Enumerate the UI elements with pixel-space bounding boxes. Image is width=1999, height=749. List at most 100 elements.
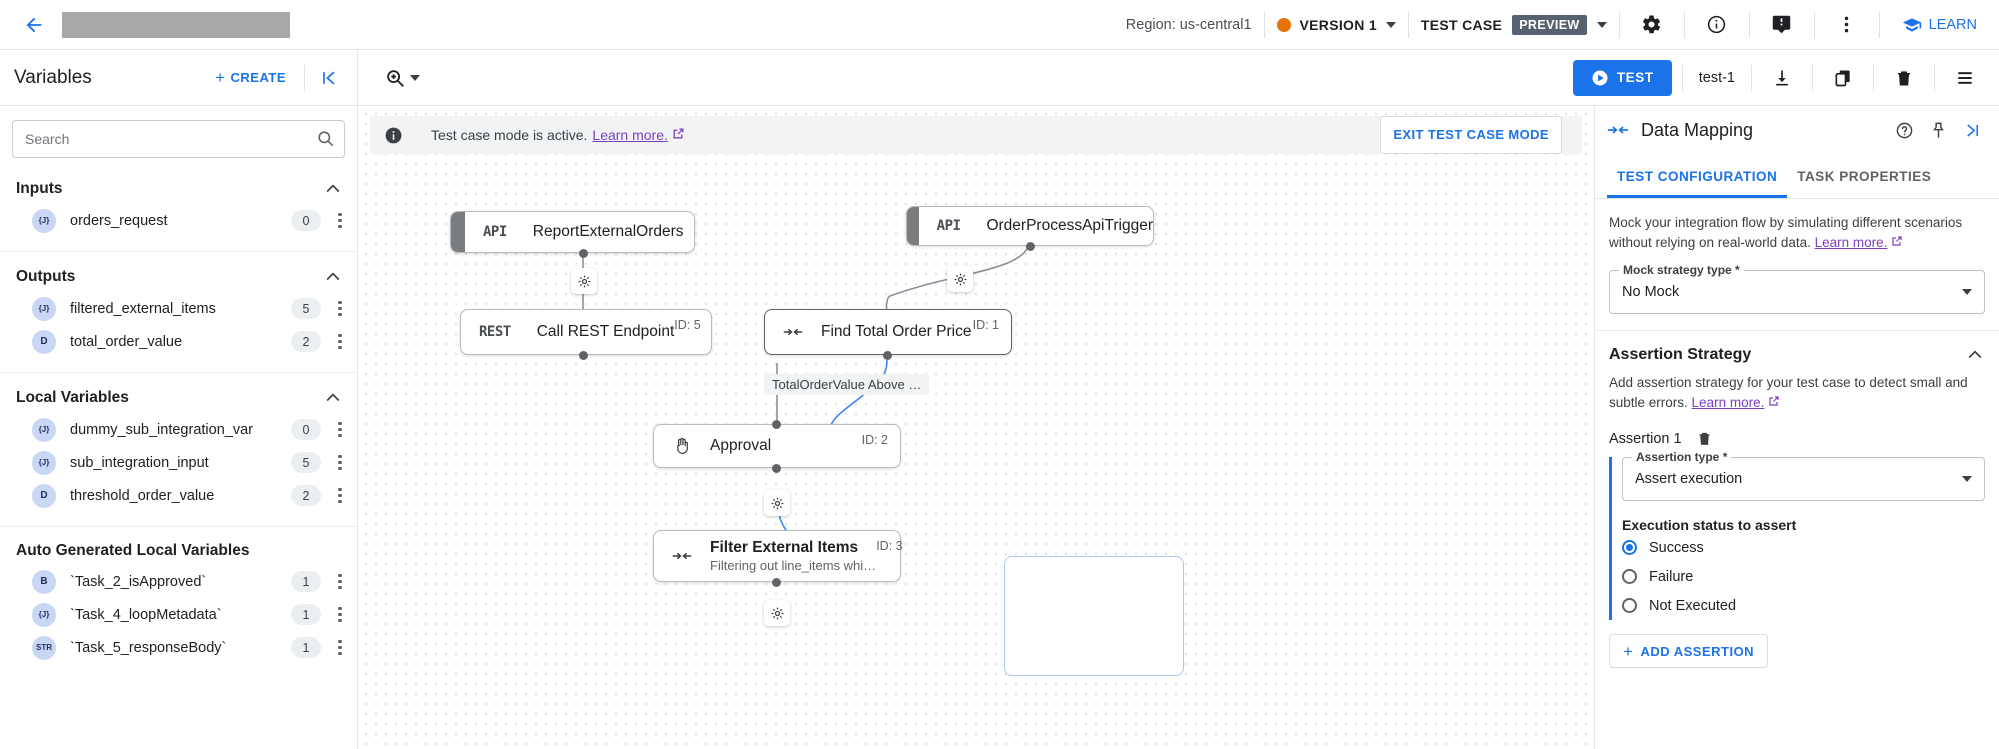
data-mapping-panel: Data Mapping TEST CONFIGURATION TASK PRO… <box>1594 106 1999 749</box>
radio-option[interactable]: Failure <box>1622 562 1985 591</box>
row-kebab-menu-icon[interactable] <box>331 300 349 317</box>
radio-button[interactable] <box>1622 540 1637 556</box>
exit-test-case-mode-button[interactable]: EXIT TEST CASE MODE <box>1380 115 1562 154</box>
pin-icon[interactable] <box>1923 115 1953 145</box>
node-output-port[interactable] <box>579 351 588 360</box>
list-view-icon[interactable] <box>1945 58 1985 98</box>
edge-settings-gear-icon[interactable] <box>571 268 597 294</box>
variable-name: `Task_4_loopMetadata` <box>70 606 222 623</box>
radio-option[interactable]: Success <box>1622 533 1985 562</box>
node-output-port[interactable] <box>1026 242 1035 251</box>
data-mapping-icon <box>672 548 692 564</box>
row-kebab-menu-icon[interactable] <box>331 212 349 229</box>
divider <box>1878 11 1880 38</box>
test-case-selector[interactable]: TEST CASE PREVIEW <box>1421 14 1607 35</box>
section-header[interactable]: Auto Generated Local Variables <box>0 537 357 565</box>
back-arrow-icon[interactable] <box>12 3 56 47</box>
gear-icon[interactable] <box>1632 5 1672 45</box>
edge-settings-gear-icon[interactable] <box>764 600 790 626</box>
chevron-up-icon[interactable] <box>1965 345 1985 365</box>
node-order-process-api-trigger[interactable]: API OrderProcessApiTrigger <box>906 206 1154 246</box>
assertion-section-header[interactable]: Assertion Strategy <box>1609 345 1985 365</box>
section-header[interactable]: Local Variables <box>0 383 357 413</box>
chevron-up-icon[interactable] <box>323 179 343 199</box>
chevron-up-icon[interactable] <box>323 267 343 287</box>
help-icon[interactable] <box>1889 115 1919 145</box>
radio-label: Success <box>1649 539 1704 556</box>
radio-option[interactable]: Not Executed <box>1622 591 1985 620</box>
run-test-button[interactable]: TEST <box>1572 59 1672 96</box>
assertion-type-select[interactable]: Assertion type * Assert execution <box>1622 450 1985 502</box>
zoom-control[interactable] <box>384 67 420 89</box>
variables-sidebar: Inputs{J}orders_request0Outputs{J}filter… <box>0 106 358 749</box>
edge-settings-gear-icon[interactable] <box>764 490 790 516</box>
row-kebab-menu-icon[interactable] <box>331 421 349 438</box>
mock-strategy-type-select[interactable]: Mock strategy type * No Mock <box>1609 263 1985 315</box>
create-variable-button[interactable]: + CREATE <box>207 63 294 92</box>
node-title: Call REST Endpoint <box>536 323 675 340</box>
node-title: Filter External Items <box>710 539 859 556</box>
edge-condition-label[interactable]: TotalOrderValue Above … <box>764 374 930 395</box>
radio-button[interactable] <box>1622 569 1637 585</box>
node-approval[interactable]: Approval ID: 2 <box>653 424 901 468</box>
row-kebab-menu-icon[interactable] <box>331 639 349 656</box>
node-output-port[interactable] <box>772 578 781 587</box>
add-assertion-button[interactable]: + ADD ASSERTION <box>1609 634 1769 669</box>
node-output-port[interactable] <box>883 351 892 360</box>
radio-button[interactable] <box>1622 598 1637 614</box>
node-filter-external-items[interactable]: Filter External Items Filtering out line… <box>653 530 903 582</box>
collapse-panel-icon[interactable] <box>315 64 343 92</box>
copy-icon[interactable] <box>1823 58 1863 98</box>
assertion-delete-icon[interactable] <box>1696 430 1713 447</box>
variable-row[interactable]: {J}`Task_4_loopMetadata`1 <box>0 598 357 631</box>
edge-settings-gear-icon[interactable] <box>947 266 973 292</box>
external-link-icon[interactable] <box>1768 395 1780 410</box>
external-link-icon[interactable] <box>672 127 685 143</box>
mock-learn-more-link[interactable]: Learn more. <box>1814 234 1888 250</box>
flow-canvas[interactable]: Test case mode is active. Learn more. EX… <box>358 106 1594 749</box>
kebab-menu-icon[interactable] <box>1827 5 1867 45</box>
delete-icon[interactable] <box>1884 58 1924 98</box>
download-icon[interactable] <box>1762 58 1802 98</box>
node-subtitle: Filtering out line_items whi… <box>710 558 877 573</box>
node-report-external-orders[interactable]: API ReportExternalOrders <box>450 211 695 253</box>
tab-task-properties[interactable]: TASK PROPERTIES <box>1797 168 1932 184</box>
chevron-up-icon[interactable] <box>323 388 343 408</box>
node-find-total-order-price[interactable]: Find Total Order Price ID: 1 <box>764 309 1012 355</box>
variable-row[interactable]: B`Task_2_isApproved`1 <box>0 565 357 598</box>
banner-learn-more-link[interactable]: Learn more. <box>592 127 668 143</box>
variable-name: dummy_sub_integration_var <box>70 421 253 438</box>
node-call-rest-endpoint[interactable]: REST Call REST Endpoint ID: 5 <box>460 309 712 355</box>
feedback-icon[interactable] <box>1762 5 1802 45</box>
flow-edges <box>578 238 1031 579</box>
search-icon[interactable] <box>316 129 335 153</box>
row-kebab-menu-icon[interactable] <box>331 573 349 590</box>
node-input-port[interactable] <box>772 420 781 429</box>
node-placeholder-card[interactable] <box>1004 556 1184 676</box>
version-selector[interactable]: VERSION 1 <box>1276 17 1396 33</box>
divider <box>1812 64 1813 91</box>
row-kebab-menu-icon[interactable] <box>331 487 349 504</box>
variable-row[interactable]: STR`Task_5_responseBody`1 <box>0 631 357 664</box>
node-output-port[interactable] <box>579 249 588 258</box>
external-link-icon[interactable] <box>1891 235 1903 250</box>
row-kebab-menu-icon[interactable] <box>331 333 349 350</box>
section-header[interactable]: Outputs <box>0 262 357 292</box>
row-kebab-menu-icon[interactable] <box>331 454 349 471</box>
expand-panel-icon[interactable] <box>1957 115 1987 145</box>
learn-button[interactable]: LEARN <box>1892 15 1987 35</box>
assertion-learn-more-link[interactable]: Learn more. <box>1691 394 1765 410</box>
tab-test-configuration[interactable]: TEST CONFIGURATION <box>1607 154 1788 198</box>
section-header[interactable]: Inputs <box>0 174 357 204</box>
search-input[interactable] <box>12 120 345 158</box>
row-kebab-menu-icon[interactable] <box>331 606 349 623</box>
info-icon[interactable] <box>1697 5 1737 45</box>
node-output-port[interactable] <box>772 464 781 473</box>
